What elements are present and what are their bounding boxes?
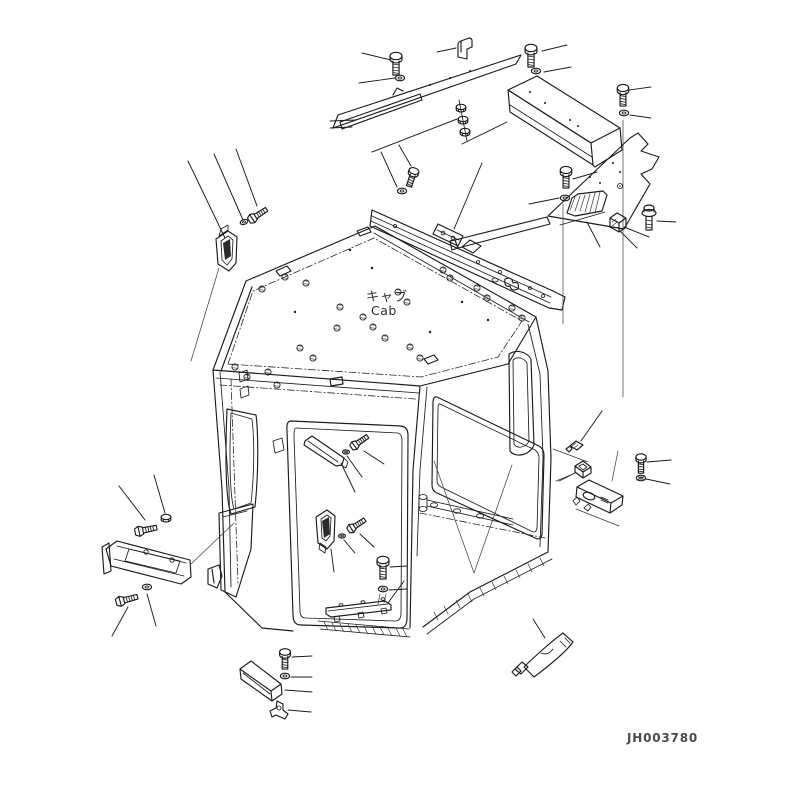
upper-latch-assembly xyxy=(188,149,270,361)
shelf-plate xyxy=(548,133,659,229)
washer-icon xyxy=(342,449,350,455)
bolt-icon xyxy=(348,432,371,452)
washer-icon xyxy=(396,187,408,195)
rear-side-opening xyxy=(432,397,544,539)
right-latch-box xyxy=(576,480,623,513)
sealant-tube xyxy=(512,619,573,677)
bolt-icon xyxy=(559,165,573,189)
grip-slot xyxy=(567,191,607,216)
bolt-icon xyxy=(635,453,647,474)
door-hinge xyxy=(273,438,284,453)
cab-left-side xyxy=(208,370,293,631)
roof-keeper-tab xyxy=(276,266,291,276)
washer-icon xyxy=(141,583,153,591)
hook-clip xyxy=(458,38,472,59)
door-opening xyxy=(287,421,410,637)
door-latch-assembly xyxy=(316,510,374,572)
bolt-icon xyxy=(345,515,368,535)
right-latch-assembly xyxy=(553,411,671,526)
nut-stack xyxy=(455,100,471,141)
roof-keeper-tab xyxy=(357,227,371,236)
washer-icon xyxy=(239,217,249,227)
door-strip-assembly xyxy=(304,432,384,492)
drawing-number: JH003780 xyxy=(626,731,698,745)
roof-keeper-tab xyxy=(424,355,438,364)
bolt-icon xyxy=(616,83,630,107)
cab-label-jp: キャブ xyxy=(366,289,408,305)
bolt-icon xyxy=(245,204,270,226)
grommet-clip xyxy=(566,441,583,452)
lock-washer-icon xyxy=(635,474,647,482)
washer-icon xyxy=(394,74,406,82)
washer-icon xyxy=(618,109,630,117)
washer-icon xyxy=(377,585,389,593)
bracket-plate xyxy=(333,55,521,128)
rail-bracket xyxy=(433,224,463,246)
cab-wireframe: キャブ Cab xyxy=(208,226,552,637)
washer-icon xyxy=(530,67,542,75)
tube-nozzle xyxy=(515,662,528,674)
roof-keeper-tab xyxy=(330,377,343,386)
upper-bracket-plate-assembly xyxy=(330,38,521,152)
bolt-icon xyxy=(403,165,421,189)
cab-right-side xyxy=(410,317,552,634)
lower-cover xyxy=(240,661,282,701)
bolt-icon xyxy=(524,43,538,68)
side-window xyxy=(509,352,534,456)
cover-box xyxy=(508,76,620,143)
front-header-rail-assembly xyxy=(370,145,597,324)
roof-bolt-symbols xyxy=(231,266,526,389)
bolt-icon xyxy=(279,648,291,670)
latch-striker xyxy=(316,510,335,549)
washer-icon xyxy=(338,533,346,539)
left-lower-panel xyxy=(219,504,253,597)
rear-shelf-plate-assembly xyxy=(450,133,659,250)
lower-left-bracket-assembly xyxy=(102,475,234,636)
tube-body xyxy=(524,633,573,677)
bolt-icon xyxy=(376,555,390,580)
flanged-bolt-icon xyxy=(642,205,656,230)
header-rail xyxy=(370,210,553,308)
lower-cover-assembly xyxy=(240,648,312,719)
latch-striker xyxy=(216,231,237,271)
retainer-clip xyxy=(610,213,626,232)
bolt-icon xyxy=(114,591,140,608)
square-nut xyxy=(575,461,591,478)
lower-left-bracket xyxy=(106,541,191,584)
hook-bracket xyxy=(270,701,288,719)
cab-label-en: Cab xyxy=(371,303,397,318)
nut-icon xyxy=(160,513,172,523)
sill-plate xyxy=(326,601,391,617)
retainer-clip-assembly xyxy=(610,205,676,248)
left-window xyxy=(226,409,258,514)
washer-icon xyxy=(279,672,291,680)
bolt-icon xyxy=(389,51,403,76)
bolt-icon xyxy=(133,521,159,538)
rear-lower-rail xyxy=(419,495,545,539)
pillar-foot xyxy=(208,565,222,588)
sill-plate-assembly xyxy=(326,555,407,622)
